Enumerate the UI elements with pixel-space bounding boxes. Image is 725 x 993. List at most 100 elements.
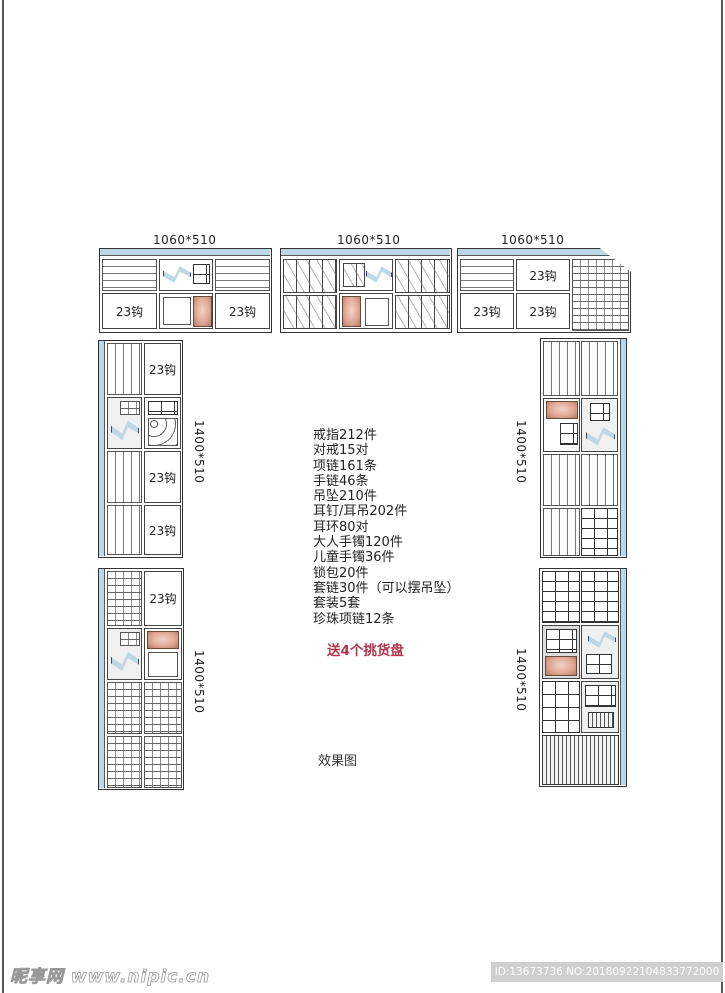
hook-panel: 23钩	[144, 343, 181, 395]
display-stand-panel	[581, 398, 618, 452]
hook-label: 23钩	[115, 304, 144, 319]
ring-tray-icon	[120, 632, 140, 646]
chain-rack-panel	[542, 735, 619, 785]
cabinet-top-middle	[280, 248, 452, 333]
ring-slot-panel	[144, 682, 182, 734]
hook-panel: 23钩	[144, 451, 181, 503]
dimension-label-right-upper: 1400*510	[514, 420, 528, 484]
glass-edge	[620, 339, 626, 556]
inventory-item: 耳环80对	[313, 519, 369, 535]
shelf-lines	[543, 454, 580, 506]
hook-label: 23钩	[529, 268, 557, 283]
display-photo-panel	[542, 625, 580, 679]
bust-stand-icon	[365, 298, 389, 326]
inventory-item: 手链46条	[313, 473, 369, 489]
box-display-panel	[581, 681, 619, 733]
necklace-stand-icon	[586, 427, 615, 446]
glass-edge	[99, 569, 105, 788]
bracelet-grid-panel	[542, 571, 580, 623]
earring-stand-icon	[343, 263, 365, 287]
tray-icon	[163, 297, 191, 325]
dimension-label-left-lower: 1400*510	[192, 650, 206, 714]
watermark-logo: 昵享网 www.nipic.cn	[10, 967, 211, 988]
model-photo	[342, 296, 361, 327]
glass-edge	[620, 569, 626, 785]
model-photo	[147, 631, 179, 649]
gift-note: 送4个挑货盘	[327, 643, 404, 659]
page-border-right	[721, 0, 723, 993]
inventory-item: 吊坠210件	[313, 489, 377, 505]
necklace-stand-icon	[163, 266, 191, 283]
ring-box-icon	[193, 264, 210, 284]
hook-panel: 23钩	[516, 293, 570, 329]
cabinet-top-right: 23钩 23钩 23钩	[457, 248, 631, 333]
ring-tray-icon	[120, 401, 140, 415]
hook-panel: 23钩	[144, 571, 182, 626]
earring-stand-panel	[395, 259, 450, 293]
ring-box-icon	[585, 685, 616, 707]
display-photo-panel	[543, 398, 580, 452]
inventory-item: 对戒15对	[313, 443, 369, 459]
cabinet-right-upper	[540, 338, 627, 558]
ring-box-icon	[560, 423, 578, 445]
earring-stand-panel	[395, 295, 450, 329]
bracelet-grid-panel	[542, 681, 580, 733]
inventory-item: 套链30件（可以摆吊坠）	[313, 580, 460, 596]
necklace-stand-icon	[111, 651, 139, 672]
hook-label: 23钩	[148, 523, 177, 538]
shelf-lines	[581, 454, 618, 506]
ring-slot-panel	[107, 736, 142, 788]
ring-box-icon	[546, 629, 577, 653]
glass-edge	[99, 341, 105, 556]
necklace-stand-icon	[111, 420, 139, 441]
cabinet-top-left: 23钩 23钩	[99, 248, 272, 333]
shelf-lines	[543, 508, 580, 556]
box-display-panel	[144, 397, 181, 449]
inventory-item: 戒指212件	[313, 428, 377, 443]
dimension-label-right-lower: 1400*510	[514, 648, 528, 712]
hook-label: 23钩	[228, 304, 257, 319]
display-stand-panel	[107, 628, 142, 680]
shelf-lines	[107, 505, 142, 555]
display-stand-panel	[581, 625, 619, 679]
hook-label: 23钩	[473, 304, 501, 319]
inventory-list: 戒指212件 对戒15对 项链161条 手链46条 吊坠210件 耳钉/耳吊20…	[313, 428, 460, 627]
shelf-lines	[102, 259, 157, 291]
dimension-label-left-upper: 1400*510	[192, 420, 206, 484]
page-border-left	[2, 0, 4, 993]
bracelet-grid-panel	[581, 571, 619, 623]
shelf-lines	[460, 259, 514, 291]
display-stand-panel	[107, 397, 142, 449]
inventory-item: 儿童手镯36件	[313, 550, 395, 566]
glass-edge	[100, 249, 270, 256]
hook-panel: 23钩	[460, 293, 514, 329]
bust-stand-icon	[148, 652, 178, 677]
shelf-lines	[543, 341, 580, 396]
necklace-stand-icon	[366, 266, 392, 283]
dimension-label-top-right: 1060*510	[501, 233, 565, 247]
inventory-item: 大人手镯120件	[313, 535, 403, 551]
earring-stand-panel	[283, 295, 337, 329]
glass-edge	[458, 249, 630, 256]
shelf-lines	[215, 259, 270, 291]
bracelet-grid-panel	[581, 508, 618, 556]
model-photo	[546, 401, 578, 419]
hook-panel: 23钩	[144, 505, 181, 555]
heart-box-icon	[148, 418, 178, 446]
display-photo-panel	[339, 293, 393, 329]
hook-panel: 23钩	[215, 293, 270, 329]
ring-box-icon	[586, 654, 612, 674]
cabinet-left-upper: 23钩 23钩 23钩	[98, 340, 183, 558]
hook-panel: 23钩	[102, 293, 157, 329]
model-photo	[193, 296, 212, 327]
hook-label: 23钩	[149, 592, 177, 606]
ring-slot-panel	[107, 682, 142, 734]
model-photo	[545, 656, 577, 676]
inventory-item: 耳钉/耳吊202件	[313, 504, 408, 520]
cabinet-right-lower	[539, 568, 627, 787]
necklace-stand-icon	[588, 631, 616, 648]
hook-label: 23钩	[148, 362, 177, 377]
ring-slot-panel	[107, 571, 142, 626]
ring-slot-panel	[144, 736, 182, 788]
hook-label: 23钩	[148, 470, 177, 485]
